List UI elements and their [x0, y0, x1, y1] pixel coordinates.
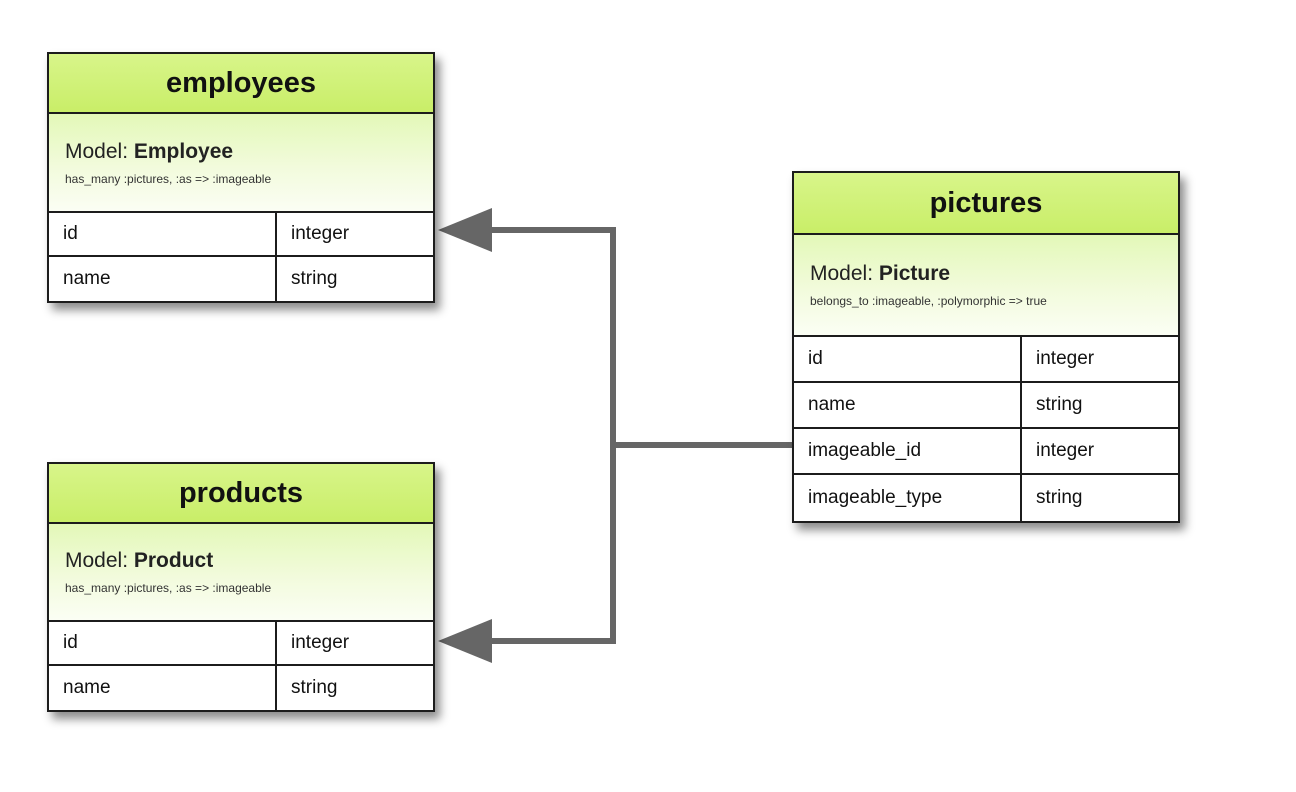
table-title: pictures: [794, 173, 1178, 235]
table-employees: employees Model: Employee has_many :pict…: [47, 52, 435, 303]
arrowhead-employees-icon: [438, 208, 492, 252]
column-type: integer: [1036, 440, 1095, 461]
column-row: id integer: [49, 622, 433, 666]
association-text: has_many :pictures, :as => :imageable: [65, 171, 272, 186]
column-row: imageable_type string: [794, 475, 1178, 521]
column-name: id: [794, 337, 1022, 381]
column-name: imageable_id: [794, 429, 1022, 473]
model-prefix: Model:: [810, 262, 879, 285]
model-name: Picture: [878, 262, 951, 285]
column-name: name: [49, 257, 277, 301]
column-row: id integer: [794, 337, 1178, 383]
column-name: imageable_type: [794, 475, 1022, 521]
column-type: integer: [291, 223, 350, 244]
column-type: string: [1036, 487, 1083, 508]
table-title: products: [49, 464, 433, 524]
column-row: name string: [49, 666, 433, 710]
column-name: name: [49, 666, 277, 710]
model-line: Model: Employee: [65, 140, 433, 164]
model-prefix: Model:: [65, 139, 134, 163]
connector-to-employees: [490, 227, 616, 644]
association-text: has_many :pictures, :as => :imageable: [65, 581, 272, 595]
model-info: Model: Employee has_many :pictures, :as …: [49, 114, 433, 213]
table-pictures: pictures Model: Picture belongs_to :imag…: [792, 171, 1180, 523]
column-row: id integer: [49, 213, 433, 257]
column-type: string: [291, 677, 338, 698]
column-type: string: [291, 268, 338, 289]
column-row: name string: [794, 383, 1178, 429]
column-name: name: [794, 383, 1022, 427]
column-row: imageable_id integer: [794, 429, 1178, 475]
model-prefix: Model:: [65, 549, 134, 572]
table-title: employees: [49, 54, 433, 114]
model-name: Product: [133, 549, 214, 572]
column-name: id: [49, 213, 277, 255]
column-type: string: [1036, 394, 1083, 415]
model-info: Model: Picture belongs_to :imageable, :p…: [794, 235, 1178, 337]
model-line: Model: Picture: [810, 262, 1178, 286]
column-type: integer: [1036, 348, 1095, 369]
column-name: id: [49, 622, 277, 664]
model-name: Employee: [133, 139, 234, 163]
model-line: Model: Product: [65, 549, 433, 573]
column-row: name string: [49, 257, 433, 301]
model-info: Model: Product has_many :pictures, :as =…: [49, 524, 433, 622]
table-products: products Model: Product has_many :pictur…: [47, 462, 435, 712]
association-text: belongs_to :imageable, :polymorphic => t…: [810, 294, 1047, 308]
arrowhead-products-icon: [438, 619, 492, 663]
column-type: integer: [291, 632, 350, 653]
